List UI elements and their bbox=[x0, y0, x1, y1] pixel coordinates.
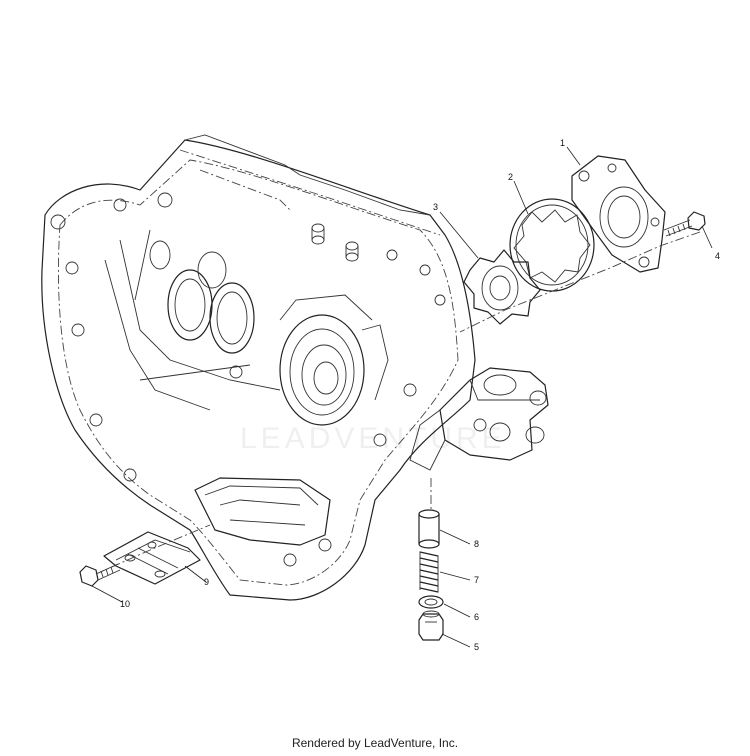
footer-credit: Rendered by LeadVenture, Inc. bbox=[291, 736, 459, 750]
callout-2[interactable]: 2 bbox=[508, 172, 513, 182]
callout-9[interactable]: 9 bbox=[204, 577, 209, 587]
callout-1[interactable]: 1 bbox=[560, 138, 565, 148]
assembly-centerlines bbox=[95, 231, 701, 575]
callout-3[interactable]: 3 bbox=[433, 202, 438, 212]
part-2-outer-rotor bbox=[509, 198, 595, 292]
oil-pump-body bbox=[409, 367, 549, 471]
part-10-bolt bbox=[79, 563, 121, 587]
part-1-pump-cover bbox=[571, 155, 666, 273]
part-4-cap-screw bbox=[663, 211, 706, 237]
part-5-plug bbox=[418, 610, 444, 641]
part-9-baffle bbox=[103, 531, 201, 585]
part-6-washer bbox=[418, 595, 444, 609]
callout-leaders bbox=[91, 146, 713, 648]
callout-10[interactable]: 10 bbox=[120, 599, 130, 609]
callout-5[interactable]: 5 bbox=[474, 642, 479, 652]
callout-6[interactable]: 6 bbox=[474, 612, 479, 622]
callout-8[interactable]: 8 bbox=[474, 539, 479, 549]
part-7-spring bbox=[419, 551, 439, 593]
part-3-inner-rotor bbox=[463, 249, 541, 325]
callout-7[interactable]: 7 bbox=[474, 575, 479, 585]
crankcase-housing bbox=[41, 134, 476, 601]
watermark: LEADVENTURE bbox=[240, 422, 506, 455]
callout-4[interactable]: 4 bbox=[715, 251, 720, 261]
part-8-sleeve bbox=[418, 509, 440, 549]
